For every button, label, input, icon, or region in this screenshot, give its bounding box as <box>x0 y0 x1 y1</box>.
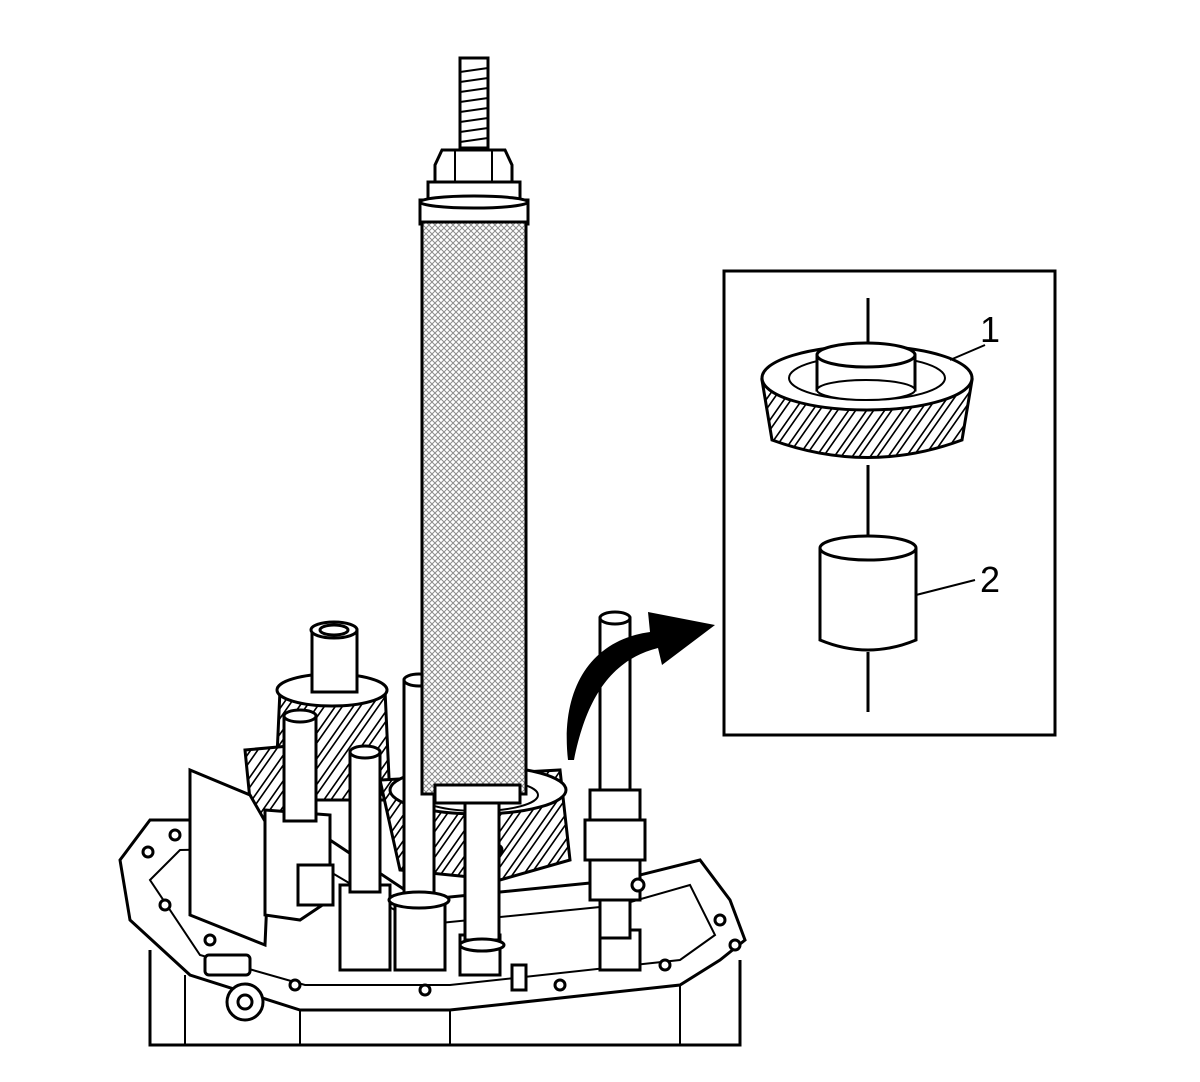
direction-arrow <box>566 612 715 760</box>
callout-1: 1 <box>980 309 1000 350</box>
callout-2: 2 <box>980 559 1000 600</box>
sleeve-part <box>818 534 976 652</box>
installer-tool <box>418 56 530 805</box>
gear-part <box>760 341 986 459</box>
detail-inset: 1 2 <box>722 269 1057 737</box>
